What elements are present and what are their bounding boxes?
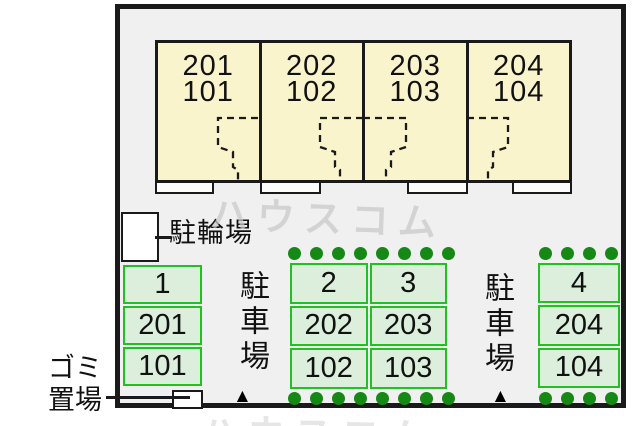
building-unit-3: 203 103 [365,43,469,180]
unit-number-lower: 104 [493,76,545,108]
bush-icon [288,392,301,405]
entrance-step [407,181,468,194]
parking-lot-label-left: 駐車場 [235,270,268,375]
bush-icon [376,392,389,405]
unit-number-upper: 204 [493,50,545,82]
bush-icon [354,247,367,260]
bicycle-parking-leader-line [155,236,171,239]
parking-lot-label-right: 駐車場 [480,272,513,377]
building-unit-2: 202 102 [262,43,365,180]
bush-icon [442,392,455,405]
bush-icon [332,247,345,260]
bush-icon [420,247,433,260]
bush-icon [376,247,389,260]
bush-icon [605,392,618,405]
bush-icon [539,392,552,405]
parking-stall: 4 [538,263,620,304]
bush-icon [442,247,455,260]
bush-icon [539,247,552,260]
unit-number-lower: 102 [286,76,338,108]
parking-stall: 103 [369,348,447,389]
bush-row [288,392,455,405]
parking-stall: 204 [538,305,620,346]
bush-icon [605,247,618,260]
entrance-marker-icon: ▲ [233,386,252,407]
bush-icon [398,392,411,405]
parking-stall: 201 [123,306,202,345]
bush-icon [561,247,574,260]
parking-block-middle: 2 3 202 203 102 103 [290,263,447,389]
building-unit-1: 201 101 [158,43,262,180]
bush-icon [583,247,596,260]
parking-stall: 101 [123,347,202,386]
unit-number-upper: 202 [286,50,338,82]
watermark-text: ハウスコム [209,194,446,246]
parking-stall: 203 [369,305,447,347]
garbage-label-line2: 置場 [48,385,102,415]
parking-stall: 3 [369,263,447,304]
garbage-leader-line [106,396,190,399]
bush-row [288,247,455,260]
bush-icon [288,247,301,260]
garbage-area [172,390,203,409]
entrance-step [512,181,572,194]
bush-row [539,247,618,260]
parking-stall: 2 [290,263,368,304]
building-unit-4: 204 104 [469,43,570,180]
unit-number-upper: 203 [389,50,441,82]
parking-stall: 202 [290,305,368,347]
unit-number-lower: 103 [389,76,441,108]
building-outline: 201 101 202 102 203 103 204 104 [155,40,572,183]
bush-row [539,392,618,405]
entrance-marker-icon: ▲ [491,386,510,407]
bush-icon [354,392,367,405]
bush-icon [420,392,433,405]
bicycle-parking-area [121,212,159,262]
parking-column-left: 1 201 101 [123,265,202,386]
bush-icon [332,392,345,405]
bush-icon [310,247,323,260]
entrance-step [155,181,214,194]
parking-stall: 104 [538,347,620,388]
unit-number-lower: 101 [182,76,234,108]
unit-number-upper: 201 [182,50,234,82]
bush-icon [310,392,323,405]
garbage-label-line1: ゴミ [48,353,102,383]
bicycle-parking-label: 駐輪場 [169,218,253,248]
garbage-area-label: ゴミ 置場 [40,352,110,416]
entrance-step [260,181,321,194]
watermark-text: ハウスコム [200,402,436,426]
parking-stall: 1 [123,265,202,304]
parking-stall: 102 [290,348,368,389]
parking-column-right: 4 204 104 [538,263,620,388]
bush-icon [398,247,411,260]
bush-icon [561,392,574,405]
bush-icon [583,392,596,405]
